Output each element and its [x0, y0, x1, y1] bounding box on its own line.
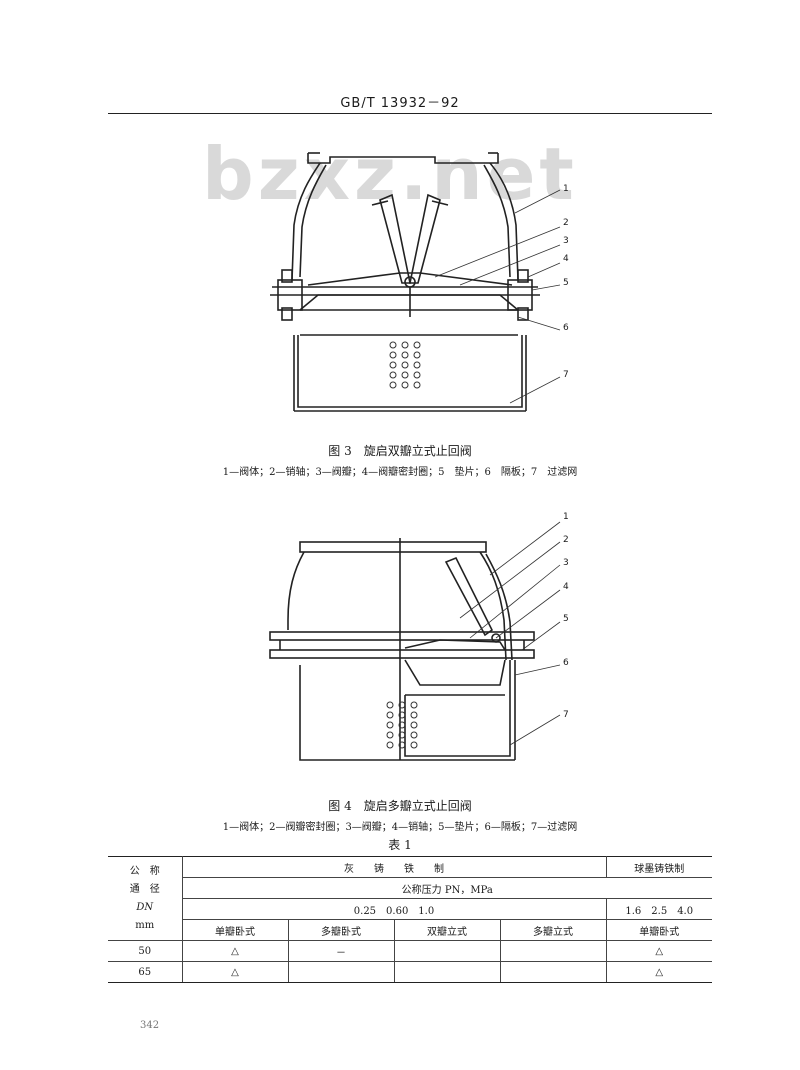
fig4-callout-2: 2: [563, 535, 569, 545]
fig3-callout-3: 3: [563, 236, 569, 246]
material-gray-cast-iron: 灰 铸 铁 制: [181, 856, 607, 878]
table-cell: －: [287, 940, 395, 962]
material-ductile-iron: 球墨铸铁制: [605, 856, 712, 878]
figure-3-legend: 1—阀体；2—销轴；3—阀瓣；4—阀瓣密封圈；5 垫片；6 隔板；7 过滤网: [222, 467, 578, 478]
fig3-callout-6: 6: [563, 323, 569, 333]
page-number: 342: [140, 1020, 160, 1031]
fig3-callout-7: 7: [563, 370, 569, 380]
pressures-gray: 0.25 0.60 1.0: [181, 898, 607, 920]
stub-header: 公 称 通 径 DN mm: [108, 856, 183, 941]
figure-3-caption: 图 3 旋启双瓣立式止回阀: [328, 444, 472, 458]
table-row: 65 △ △: [108, 961, 712, 983]
dn-cell: 65: [108, 961, 183, 983]
table-cell: [499, 961, 607, 983]
standard-number-header: GB/T 13932－92: [340, 96, 460, 111]
type-header-5: 单瓣卧式: [605, 919, 712, 941]
table-row: 50 △ － △: [108, 940, 712, 962]
figure-3-drawing: [270, 152, 561, 412]
fig3-callout-1: 1: [563, 184, 569, 194]
table-cell: △: [181, 940, 289, 962]
fig4-callout-5: 5: [563, 614, 569, 624]
fig4-callout-7: 7: [563, 710, 569, 720]
fig4-callout-6: 6: [563, 658, 569, 668]
figure-4-drawing: [269, 521, 561, 761]
dn-cell: 50: [108, 940, 183, 962]
table-title: 表 1: [388, 838, 412, 852]
fig4-callout-3: 3: [563, 558, 569, 568]
stub-line-4: mm: [135, 919, 155, 931]
table-cell: [393, 940, 501, 962]
table-cell: △: [605, 940, 712, 962]
fig3-callout-4: 4: [563, 254, 569, 264]
stub-line-3: DN: [136, 901, 154, 913]
type-header-2: 多瓣卧式: [287, 919, 395, 941]
pressures-ductile: 1.6 2.5 4.0: [605, 898, 712, 920]
fig3-callout-5: 5: [563, 278, 569, 288]
stub-line-2: 通 径: [129, 883, 160, 895]
table-cell: △: [605, 961, 712, 983]
type-header-4: 多瓣立式: [499, 919, 607, 941]
watermark: bzxz.net: [202, 132, 578, 216]
figure-4-caption: 图 4 旋启多瓣立式止回阀: [328, 799, 472, 813]
table-cell: [393, 961, 501, 983]
pressure-label: 公称压力 PN，MPa: [181, 877, 712, 899]
figure-4-legend: 1—阀体；2—阀瓣密封圈；3—阀瓣；4—销轴；5—垫片；6—隔板；7—过滤网: [222, 822, 578, 833]
fig4-callout-4: 4: [563, 582, 569, 592]
type-header-1: 单瓣卧式: [181, 919, 289, 941]
type-header-3: 双瓣立式: [393, 919, 501, 941]
fig3-callout-2: 2: [563, 218, 569, 228]
table-cell: [287, 961, 395, 983]
stub-line-1: 公 称: [129, 865, 160, 877]
header-rule: [108, 113, 712, 114]
table-cell: [499, 940, 607, 962]
fig4-callout-1: 1: [563, 512, 569, 522]
table-cell: △: [181, 961, 289, 983]
valve-spec-table: 公 称 通 径 DN mm 灰 铸 铁 制 球墨铸铁制 公称压力 PN，MPa …: [108, 856, 712, 983]
